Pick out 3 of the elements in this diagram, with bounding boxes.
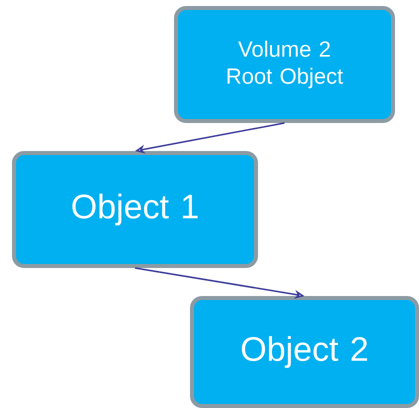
process-box: Volume 2 Root Object: [174, 6, 395, 123]
process-box: Object 1: [12, 151, 258, 268]
process-box: Object 2: [190, 296, 419, 408]
